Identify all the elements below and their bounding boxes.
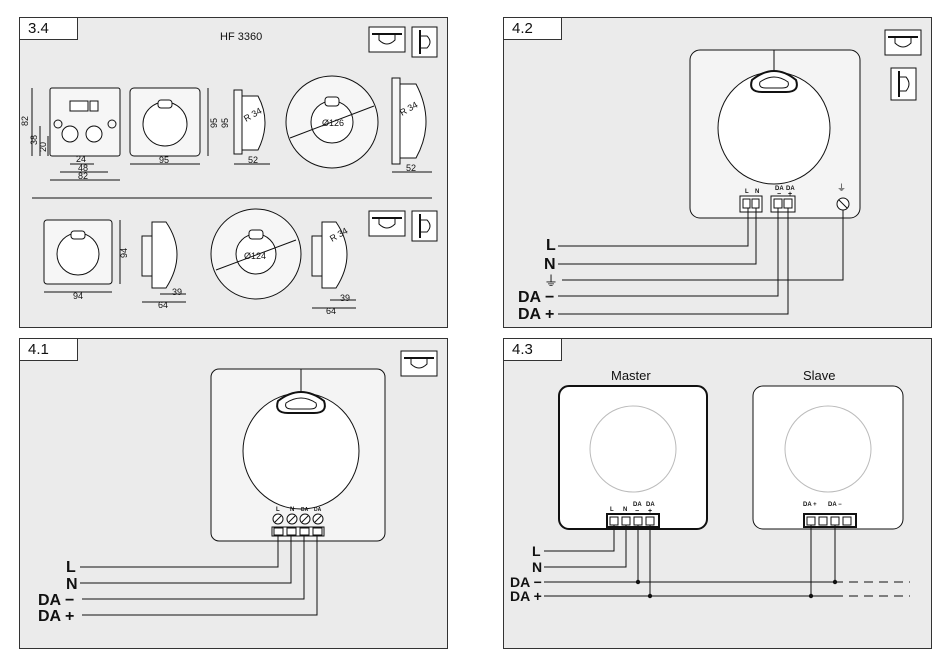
dim-label: 39 <box>172 287 182 297</box>
dim-label: 95 <box>159 155 169 165</box>
front-view-94: 94 94 <box>44 220 129 301</box>
dim-label: 82 <box>20 116 30 126</box>
terminal-block-power <box>740 196 762 212</box>
earth-icon: ⏚ <box>544 273 558 289</box>
terminal-block-dali <box>771 196 795 212</box>
side-view-r34: R 34 95 52 <box>220 90 270 165</box>
round-view-126: Ø126 <box>286 76 378 168</box>
side-view-r34-wide: R 34 52 <box>392 78 432 173</box>
master-label: Master <box>611 368 651 383</box>
terminal-label: L <box>276 507 280 513</box>
slave-terminal-block <box>804 514 856 527</box>
side-view-39-64: 39 64 <box>142 222 186 310</box>
master-terminal-block <box>607 514 659 527</box>
dimension-drawings: HF 3360 82 38 20 24 <box>20 18 449 329</box>
ceiling-mount-icon <box>885 30 921 55</box>
terminal-label: N <box>623 507 627 513</box>
dim-label: 94 <box>73 291 83 301</box>
wire-label: N <box>66 576 78 593</box>
master-slave-diagram: Master Slave L N DA DA − + DA + DA − <box>504 339 933 650</box>
slave-label: Slave <box>803 368 836 383</box>
dim-label: 95 <box>209 118 219 128</box>
wire-label: L <box>532 543 541 559</box>
panel-4-1: 4.1 L N DA DA <box>19 338 448 649</box>
wire-label: L <box>546 237 556 254</box>
terminal-label: DA − <box>828 502 842 508</box>
dim-label: 20 <box>38 142 48 152</box>
ceiling-mount-icon <box>369 211 405 236</box>
wiring-diagram: L N DA DA L N DA − DA + <box>20 339 449 650</box>
dim-label: 64 <box>158 300 168 310</box>
wire-label: DA + <box>510 588 542 604</box>
dim-label: Ø126 <box>322 118 344 128</box>
dim-label: 52 <box>406 163 416 173</box>
side-view-r34-39-64: R 34 39 64 <box>312 222 356 316</box>
wires <box>544 525 910 596</box>
terminal-label: DA <box>301 507 309 513</box>
dim-label: 82 <box>78 171 88 181</box>
front-view-95: 95 95 <box>130 88 219 165</box>
terminal-label: L <box>745 189 749 195</box>
panel-4-2: 4.2 L N DA DA − + ⏚ <box>503 17 932 328</box>
terminal-label: DA + <box>803 502 817 508</box>
ceiling-mount-icon <box>401 351 437 376</box>
wall-mount-icon <box>891 68 916 100</box>
dim-label: 94 <box>119 248 129 258</box>
front-view-terminals: 82 38 20 24 48 82 <box>20 88 120 181</box>
panel-4-3: 4.3 Master Slave L N DA DA − + DA + DA − <box>503 338 932 649</box>
sensor-device <box>690 50 860 218</box>
dim-label: 64 <box>326 306 336 316</box>
dim-label: 39 <box>340 293 350 303</box>
wall-mount-icon <box>412 211 437 241</box>
terminal-label: DA <box>314 507 322 513</box>
round-view-124: Ø124 <box>211 209 301 299</box>
earth-screw <box>837 198 849 210</box>
dim-label: Ø124 <box>244 251 266 261</box>
terminal-label: L <box>610 507 614 513</box>
wire-label: DA + <box>518 306 554 323</box>
wires <box>558 208 843 314</box>
wire-label: DA − <box>38 592 74 609</box>
terminal-block <box>272 527 324 536</box>
terminal-label: N <box>290 507 294 513</box>
sensor-device <box>211 369 385 541</box>
wall-mount-icon <box>412 27 437 57</box>
wire-label: N <box>532 559 542 575</box>
earth-icon: ⏚ <box>837 183 846 193</box>
panel-3-4: 3.4 HF 3360 82 38 20 <box>19 17 448 328</box>
model-name: HF 3360 <box>220 31 262 43</box>
wire-label: DA − <box>518 289 554 306</box>
wire-label: N <box>544 256 556 273</box>
terminal-label: N <box>755 189 759 195</box>
dim-label: 52 <box>248 155 258 165</box>
dim-label: 95 <box>220 118 230 128</box>
ceiling-mount-icon <box>369 27 405 52</box>
wires <box>80 535 317 615</box>
wiring-diagram: L N DA DA − + ⏚ L N ⏚ <box>504 18 933 329</box>
wire-label: L <box>66 559 76 576</box>
junction-dots <box>636 580 837 598</box>
wire-label: DA + <box>38 608 74 625</box>
